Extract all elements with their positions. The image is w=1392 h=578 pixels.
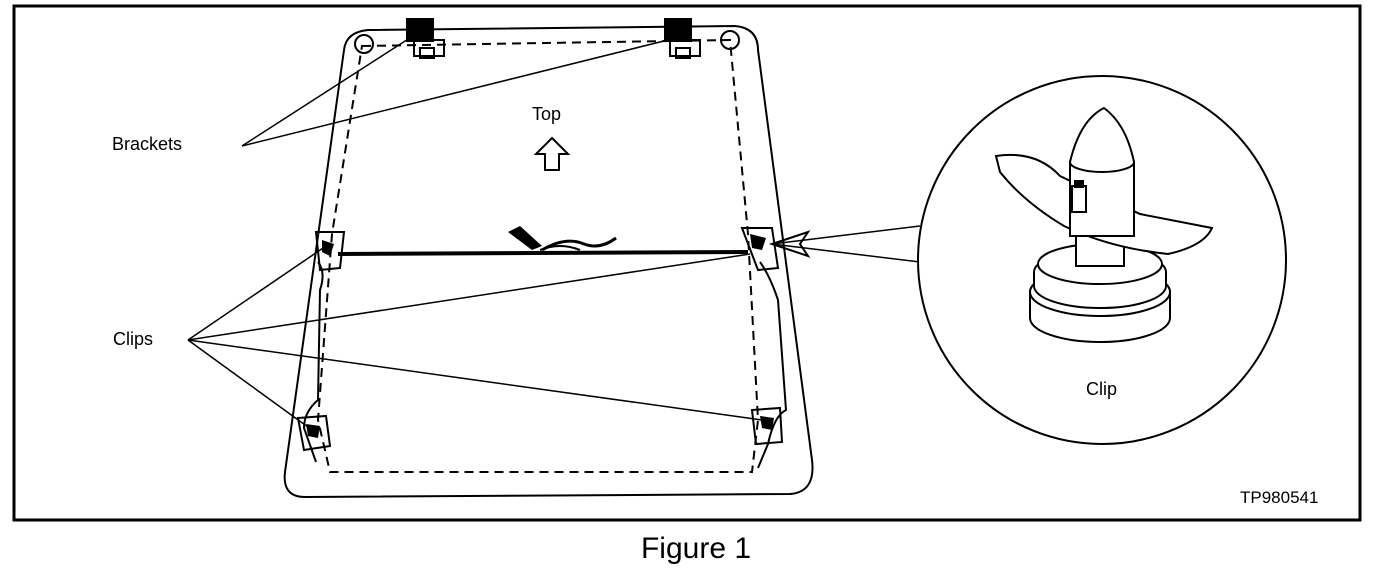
leader-clips-4 xyxy=(187,339,763,421)
callout-wedge-top xyxy=(771,225,921,245)
headliner-dashed-trim xyxy=(316,38,760,473)
bracket-right xyxy=(664,18,701,59)
headliner-seam xyxy=(337,250,749,256)
corner-hole-left xyxy=(354,34,374,54)
figure-id: TP980541 xyxy=(1240,488,1318,507)
figure-caption: Figure 1 xyxy=(640,532,752,565)
clip-detail-illustration xyxy=(994,106,1214,343)
clip-lower-left xyxy=(296,414,332,452)
top-arrow-icon xyxy=(533,136,571,171)
clip-upper-left xyxy=(314,231,346,272)
leader-brackets-2 xyxy=(241,37,677,147)
leader-clips-3 xyxy=(187,339,313,431)
figure-frame xyxy=(12,4,1362,522)
callout-wedge-bottom xyxy=(771,243,921,263)
label-brackets: Brackets xyxy=(112,134,182,154)
callout-arrowhead xyxy=(768,230,811,258)
clip-lower-right xyxy=(750,406,784,446)
label-clip: Clip xyxy=(1086,379,1117,399)
clip-upper-right xyxy=(740,227,780,272)
label-top: Top xyxy=(532,104,561,124)
headliner-outline xyxy=(283,24,814,499)
leader-clips-2 xyxy=(187,253,751,341)
bracket-left xyxy=(406,18,445,59)
leader-clips-1 xyxy=(187,245,327,341)
leader-brackets-1 xyxy=(241,33,417,147)
headliner-inner-cutout xyxy=(302,261,788,469)
label-clips: Clips xyxy=(113,329,153,349)
corner-hole-right xyxy=(720,30,740,50)
wiring-strap xyxy=(508,226,617,252)
